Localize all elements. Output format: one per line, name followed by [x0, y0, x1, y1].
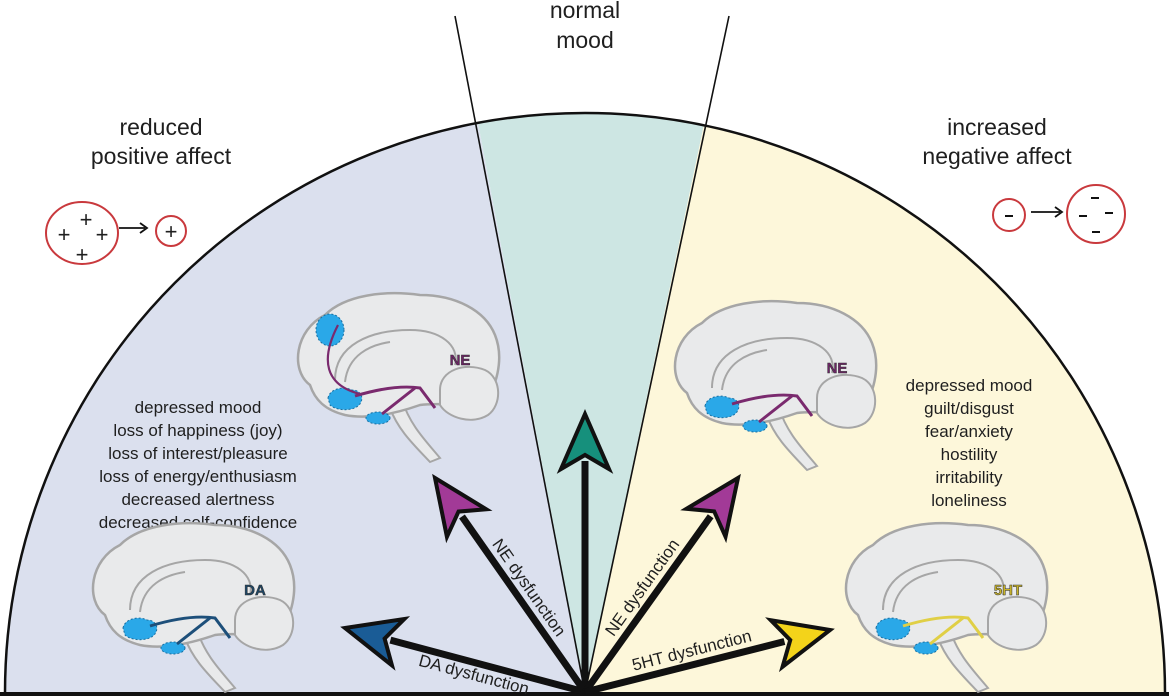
- symptom-item: loss of happiness (joy): [113, 421, 282, 440]
- title-right-line1: increased: [947, 114, 1047, 140]
- fold-line: [892, 571, 939, 613]
- pathway: [731, 393, 814, 417]
- corpus-callosum: [129, 558, 252, 611]
- cerebellum: [987, 595, 1048, 651]
- neurotransmitter-label: DA: [244, 582, 266, 599]
- plus-sign: +: [76, 242, 89, 267]
- arrow-shaft: [582, 514, 714, 695]
- brainstem: [183, 628, 237, 694]
- fold-line: [344, 341, 391, 383]
- arrowhead-icon: [432, 473, 493, 544]
- arrowhead: [139, 222, 149, 234]
- pathway: [381, 386, 416, 416]
- plus-sign: +: [80, 207, 93, 232]
- plus-sign: +: [96, 222, 109, 247]
- nucleus: [160, 641, 186, 655]
- symptom-item: fear/anxiety: [925, 422, 1013, 441]
- symptom-item: loneliness: [931, 491, 1007, 510]
- brainstem: [936, 628, 990, 694]
- arrowhead-icon: [340, 616, 411, 671]
- title-right-line2: negative affect: [922, 143, 1072, 169]
- cerebellum: [439, 365, 500, 421]
- nucleus: [365, 411, 391, 425]
- arrowhead-icon: [680, 473, 741, 544]
- pathway: [758, 394, 793, 424]
- arrowhead-icon: [556, 408, 614, 474]
- pathway: [902, 615, 985, 639]
- negative-affect-symbol: [992, 184, 1126, 244]
- symptom-item: loss of energy/enthusiasm: [99, 467, 297, 486]
- cerebellum: [234, 595, 295, 651]
- brain-ne: NE: [296, 291, 501, 464]
- symptom-item: irritability: [935, 468, 1003, 487]
- cortical-nucleus: [315, 313, 345, 347]
- nucleus: [122, 617, 158, 641]
- brain-5ht: 5HT: [844, 521, 1049, 694]
- brain-illustrations: NE NE DA 5HT: [91, 291, 1049, 694]
- pathway: [354, 385, 437, 409]
- divider-left: [454, 15, 586, 694]
- symptom-item: depressed mood: [906, 376, 1033, 395]
- corpus-callosum: [711, 336, 834, 389]
- symptom-list-right: depressed mood guilt/disgust fear/anxiet…: [906, 376, 1033, 510]
- arrow-shaft: [389, 636, 586, 696]
- arrow-shaft: [584, 638, 786, 696]
- pathway: [326, 324, 361, 396]
- arrowhead: [1054, 206, 1064, 218]
- nucleus: [704, 395, 740, 419]
- symptom-item: decreased alertness: [121, 490, 274, 509]
- title-center-line2: mood: [556, 27, 614, 53]
- neurotransmitter-label: 5HT: [994, 582, 1022, 599]
- brainstem: [388, 398, 442, 464]
- brainstem: [765, 406, 819, 472]
- positive-affect-symbol: + + + + +: [45, 201, 187, 267]
- nucleus: [327, 387, 363, 411]
- cerebellum: [816, 373, 877, 429]
- title-left-line1: reduced: [119, 114, 202, 140]
- nucleus: [913, 641, 939, 655]
- plus-sign: +: [165, 219, 178, 244]
- symptom-item: depressed mood: [135, 398, 262, 417]
- arrow-shaft: [459, 514, 588, 695]
- nucleus: [742, 419, 768, 433]
- pathway: [929, 616, 964, 646]
- divider-right: [584, 15, 730, 694]
- symptom-item: guilt/disgust: [924, 399, 1014, 418]
- fold-line: [721, 349, 768, 391]
- sector-normal-mood: [455, 113, 730, 693]
- fold-line: [139, 571, 186, 613]
- pathway: [176, 616, 211, 646]
- many-minus-circle: [1066, 184, 1126, 244]
- brain-ne: NE: [673, 299, 878, 472]
- brain-da: DA: [91, 521, 296, 694]
- title-center-line1: normal: [550, 0, 620, 23]
- neurotransmitter-label: NE: [827, 360, 848, 377]
- arrow-normal-mood: [556, 408, 614, 692]
- title-left-line2: positive affect: [91, 143, 232, 169]
- many-plus-circle: [45, 201, 119, 265]
- plus-sign: +: [58, 222, 71, 247]
- symptom-item: hostility: [941, 445, 998, 464]
- pathway: [149, 615, 232, 639]
- single-plus-circle: [155, 215, 187, 247]
- symptom-item: loss of interest/pleasure: [108, 444, 288, 463]
- nucleus: [875, 617, 911, 641]
- corpus-callosum: [334, 328, 457, 381]
- corpus-callosum: [882, 558, 1005, 611]
- semicircle-outline: [3, 111, 1167, 694]
- arrowhead-icon: [765, 617, 835, 673]
- neurotransmitter-label: NE: [450, 352, 471, 369]
